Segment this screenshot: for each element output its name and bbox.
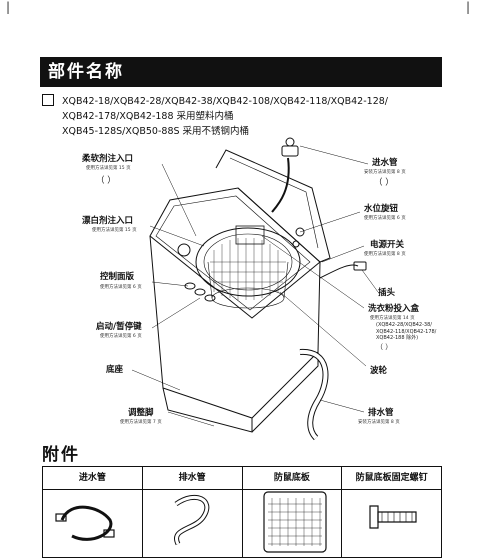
- part-label-softener-inlet: 柔软剂注入口: [82, 154, 134, 164]
- accessories-title: 附件: [42, 445, 80, 465]
- part-sub-detergent-box: 使用方法详见第 14 页: [370, 316, 415, 321]
- part-sub-water-level-knob: 使用方法详见第 6 页: [364, 216, 406, 221]
- accessories-table: 进水管 排水管 防鼠底板 防鼠底板固定螺钉: [42, 466, 442, 558]
- part-label-control-panel: 控制面版: [100, 272, 135, 282]
- accessory-label: 进水管: [43, 467, 142, 490]
- accessory-rat-guard-plate: 防鼠底板: [242, 467, 343, 557]
- part-label-pulsator: 波轮: [370, 366, 388, 376]
- part-sub-softener-inlet: 使用方法详见第 15 页: [86, 166, 131, 171]
- accessory-drain-hose: 排水管: [142, 467, 243, 557]
- part-sub-inlet-hose: 安装方法详见第 8 页: [364, 170, 406, 175]
- inlet-hose-symbol: （ ）: [374, 178, 394, 188]
- part-label-power-switch: 电源开关: [370, 240, 405, 250]
- part-sub-power-switch: 使用方法详见第 8 页: [364, 252, 406, 257]
- model-line-1: XQB42-18/XQB42-28/XQB42-38/XQB42-108/XQB…: [42, 94, 388, 109]
- part-sub-bleach-inlet: 使用方法详见第 15 页: [92, 228, 137, 233]
- checkbox-icon: [42, 94, 54, 106]
- part-label-detergent-box: 洗衣粉投入盒: [368, 304, 420, 314]
- accessory-plate-screw: 防鼠底板固定螺钉: [342, 467, 441, 557]
- detergent-box-note: (XQB42-28/XQB42-38/ XQB42-118/XQB42-178/…: [376, 322, 437, 351]
- part-label-start-pause: 启动/暂停键: [96, 322, 142, 332]
- part-sub-start-pause: 使用方法详见第 6 页: [100, 334, 142, 339]
- part-label-base: 底座: [106, 365, 124, 375]
- part-sub-drain-hose: 安装方法详见第 8 页: [358, 420, 400, 425]
- model-line-2: XQB42-178/XQB42-188 采用塑料内桶: [62, 111, 234, 122]
- part-label-adjust-foot: 调整脚: [128, 408, 154, 418]
- accessory-label: 防鼠底板: [242, 467, 342, 490]
- accessory-label: 防鼠底板固定螺钉: [342, 467, 441, 490]
- part-label-plug: 插头: [378, 288, 396, 298]
- softener-symbol: （ ）: [96, 176, 116, 186]
- part-sub-adjust-foot: 使用方法详见第 7 页: [120, 420, 162, 425]
- model-line-3: XQB45-128S/XQB50-88S 采用不锈钢内桶: [62, 126, 250, 137]
- accessory-label: 排水管: [142, 467, 242, 490]
- part-label-bleach-inlet: 漂白剂注入口: [82, 216, 134, 226]
- crop-mark-left: |: [6, 0, 11, 14]
- part-label-inlet-hose: 进水管: [372, 158, 398, 168]
- part-label-water-level-knob: 水位旋钮: [364, 204, 399, 214]
- accessory-inlet-hose: 进水管: [43, 467, 143, 557]
- part-sub-control-panel: 使用方法详见第 6 页: [100, 285, 142, 290]
- crop-mark-right: |: [466, 0, 471, 14]
- section-title: 部件名称: [40, 57, 442, 87]
- model-list: XQB42-18/XQB42-28/XQB42-38/XQB42-108/XQB…: [42, 94, 388, 139]
- part-label-drain-hose: 排水管: [368, 408, 394, 418]
